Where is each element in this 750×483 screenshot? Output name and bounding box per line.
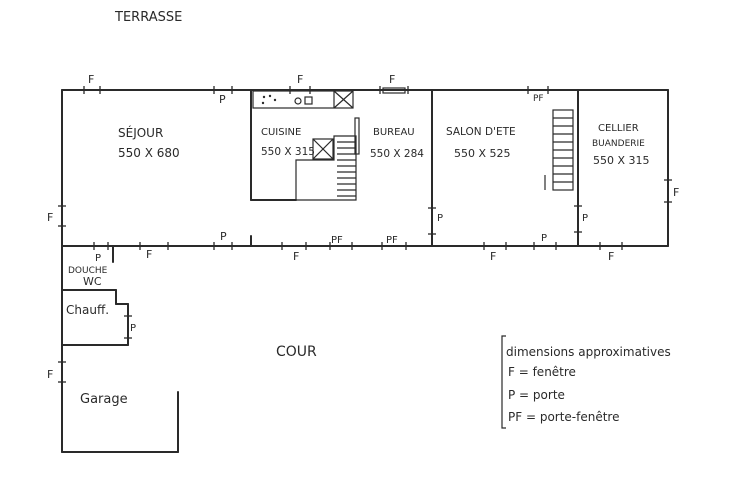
- douche-name: DOUCHE: [68, 266, 108, 276]
- window-mark: F: [88, 73, 94, 86]
- legend-p: P = porte: [508, 388, 565, 402]
- window-mark: F: [146, 248, 152, 261]
- buanderie-name: BUANDERIE: [592, 139, 645, 149]
- cuisine-dims: 550 X 315: [261, 146, 315, 158]
- window-mark: F: [490, 250, 496, 263]
- legend-pf: PF = porte-fenêtre: [508, 410, 620, 424]
- sejour-name: SÉJOUR: [118, 125, 163, 140]
- window-mark: F: [673, 186, 679, 199]
- sejour-dims: 550 X 680: [118, 146, 180, 160]
- chauff-name: Chauff.: [66, 303, 109, 317]
- wc-name: WC: [83, 275, 102, 288]
- legend-f: F = fenêtre: [508, 365, 576, 379]
- outer-walls: [61, 89, 669, 247]
- french-door-mark: PF: [533, 94, 544, 104]
- door-mark: P: [95, 253, 101, 264]
- salon-stair: [544, 109, 574, 191]
- legend: dimensions approximatives F = fenêtre P …: [501, 335, 671, 429]
- door-mark: P: [219, 93, 226, 106]
- french-door-mark: PF: [386, 235, 398, 246]
- kitchen-counter: [252, 90, 354, 109]
- lower-wing: DOUCHE WC Chauff. Garage: [61, 245, 179, 453]
- terrasse-label: TERRASSE: [114, 10, 182, 25]
- cour-label: COUR: [276, 344, 317, 360]
- opening-marks: F P F F PF F F P P P F P F PF PF F: [47, 73, 679, 383]
- window-mark: F: [608, 250, 614, 263]
- garage-label: Garage: [80, 392, 128, 407]
- door-mark: P: [220, 230, 227, 243]
- window-mark: F: [297, 73, 303, 86]
- door-mark: P: [130, 323, 136, 334]
- window-mark: F: [293, 250, 299, 263]
- legend-title: dimensions approximatives: [506, 345, 671, 359]
- window-mark: F: [389, 73, 395, 86]
- door-mark: P: [541, 233, 547, 244]
- window-mark: F: [47, 368, 53, 381]
- door-mark: P: [582, 213, 588, 224]
- french-door-mark: PF: [331, 235, 343, 246]
- window-mark: F: [47, 211, 53, 224]
- door-mark: P: [437, 213, 443, 224]
- bureau-dims: 550 X 284: [370, 148, 424, 160]
- cuisine-name: CUISINE: [261, 127, 301, 138]
- cellier-dims: 550 X 315: [593, 154, 650, 167]
- partitions: [250, 89, 579, 247]
- salon-dims: 550 X 525: [454, 147, 511, 160]
- staircase: [295, 117, 360, 201]
- cellier-name: CELLIER: [598, 123, 639, 134]
- salon-name: SALON D'ETE: [446, 126, 516, 138]
- room-labels: SÉJOUR 550 X 680 CUISINE 550 X 315 BUREA…: [118, 123, 650, 167]
- bureau-name: BUREAU: [373, 127, 415, 138]
